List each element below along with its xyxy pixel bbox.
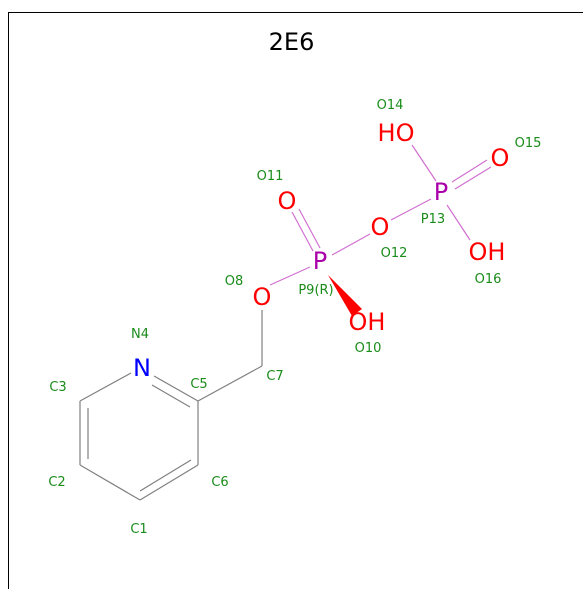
element-o11: O (278, 187, 297, 215)
bond-o12-p13 (390, 198, 432, 221)
bond-p9-o11-b (298, 208, 321, 249)
atom-label-o12: O12 (381, 246, 408, 261)
element-o12: O (371, 213, 390, 241)
bond-p13-o16 (446, 204, 471, 241)
bond-c5-n4 (153, 375, 199, 402)
atom-label-o11: O11 (257, 169, 284, 184)
phosphate-bonds (269, 144, 492, 286)
pyridine-ring-bonds (79, 310, 263, 501)
element-oh16: OH (469, 238, 506, 266)
element-oh10: OH (349, 308, 386, 336)
atom-label-o15: O15 (515, 136, 542, 151)
atom-label-c2: C2 (48, 475, 65, 490)
viewer-border (8, 12, 583, 589)
bond-c5-n4-inner (151, 384, 191, 408)
element-symbols: N O O O O P P OH HO OH (133, 119, 509, 382)
atom-label-o8: O8 (225, 274, 244, 289)
wedge-bond-p9-o10 (328, 275, 362, 316)
atom-labels: C1 C2 C3 N4 C5 C6 C7 O8 P9(R) O10 O11 O1… (48, 98, 541, 537)
atom-label-c5: C5 (190, 377, 207, 392)
molecule-title: 2E6 (268, 28, 315, 56)
atom-label-o10: O10 (355, 341, 382, 356)
element-p9: P (313, 247, 327, 275)
atom-label-c7: C7 (266, 369, 283, 384)
bond-n4-c3 (79, 372, 132, 402)
bond-c1-c6 (139, 464, 199, 501)
bond-p13-o14 (411, 144, 437, 182)
bond-p9-o11-a (291, 211, 314, 252)
element-o15: O (491, 144, 510, 172)
element-o8: O (253, 283, 272, 311)
atom-label-c1: C1 (130, 522, 147, 537)
atom-label-o16: O16 (475, 272, 502, 287)
bond-p9-o12 (331, 233, 371, 256)
atom-label-c3: C3 (49, 380, 66, 395)
bond-o8-p9 (269, 266, 311, 286)
element-p13: P (434, 178, 448, 206)
atom-label-n4: N4 (131, 327, 149, 342)
bond-c1-c6-inner (139, 459, 192, 492)
atom-label-o14: O14 (377, 98, 404, 113)
element-n4: N (133, 354, 151, 382)
element-oh14: HO (378, 119, 415, 147)
bond-p13-o15-a (451, 159, 488, 183)
bond-c5-c7 (197, 365, 263, 402)
atom-label-c6: C6 (211, 475, 228, 490)
bond-p13-o15-b (454, 166, 492, 190)
atom-label-p9: P9(R) (298, 283, 333, 298)
atom-label-p13: P13 (421, 212, 445, 227)
bond-c2-c1 (79, 464, 141, 501)
